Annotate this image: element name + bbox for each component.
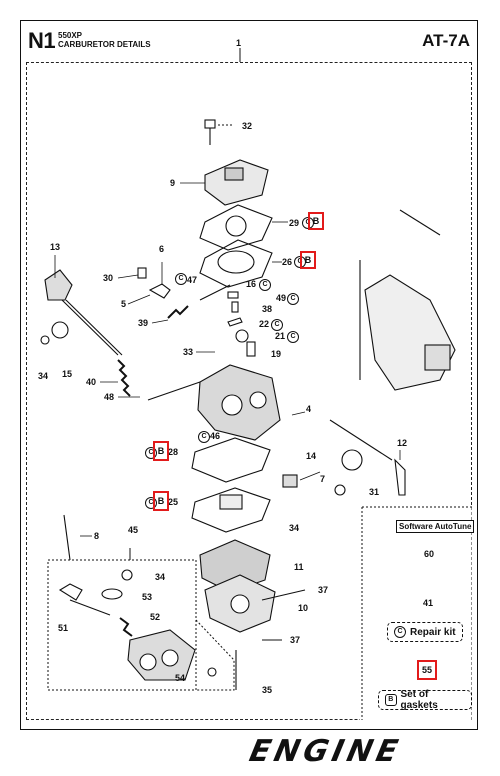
callout-34-mid: 34 — [289, 523, 299, 533]
callout-40: 40 — [86, 377, 96, 387]
callout-7: 7 — [320, 474, 325, 484]
callout-47: 47 — [187, 275, 197, 285]
callout-34-group: 34 — [155, 572, 165, 582]
callout-31: 31 — [369, 487, 379, 497]
model-name: 550XP — [58, 31, 83, 40]
leader-lines — [54, 182, 401, 537]
callout-54: 54 — [175, 673, 185, 683]
sheet-code: AT-7A — [422, 31, 470, 50]
callout-22: 22 — [259, 319, 269, 329]
callouts: 32 9 29 26 13 6 30 47 16 5 49 38 39 22 2… — [38, 121, 407, 695]
badge-c-21: C — [287, 331, 299, 343]
callout-37-bottom: 37 — [290, 635, 300, 645]
callout-15: 15 — [62, 369, 72, 379]
section-title: CARBURETOR DETAILS — [58, 40, 151, 49]
callout-11: 11 — [294, 562, 304, 572]
callout-21: 21 — [275, 331, 285, 341]
callout-12: 12 — [397, 438, 407, 448]
callout-37-top: 37 — [318, 585, 328, 595]
gaskets-legend: B Set of gaskets — [378, 689, 472, 711]
callout-52: 52 — [150, 612, 160, 622]
callout-19: 19 — [271, 349, 281, 359]
callout-29: 29 — [289, 218, 299, 228]
callout-48: 48 — [104, 392, 114, 402]
gaskets-number: 55 — [417, 660, 437, 680]
callout-9: 9 — [170, 178, 175, 188]
callout-26: 26 — [282, 257, 292, 267]
badge-c-47: C — [175, 273, 187, 285]
badge-c-46: C — [198, 431, 210, 443]
group-45-boundary — [47, 559, 197, 691]
callout-28: 28 — [168, 447, 178, 457]
callout-5: 5 — [121, 299, 126, 309]
section-code: N1 — [28, 28, 56, 53]
callout-30: 30 — [103, 273, 113, 283]
callout-14: 14 — [306, 451, 316, 461]
model-title: 550XP CARBURETOR DETAILS — [58, 31, 151, 49]
callout-45: 45 — [128, 525, 138, 535]
callout-10: 10 — [298, 603, 308, 613]
software-autotune-label: Software AutoTune — [396, 520, 475, 533]
callout-4: 4 — [306, 404, 311, 414]
callout-38: 38 — [262, 304, 272, 314]
callout-13: 13 — [50, 242, 60, 252]
callout-39: 39 — [138, 318, 148, 328]
badge-c-49: C — [287, 293, 299, 305]
badge-b-25: B — [153, 491, 169, 511]
badge-b-28: B — [153, 441, 169, 461]
badge-c-22: C — [271, 319, 283, 331]
carburetor-parts — [40, 119, 456, 690]
callout-33: 33 — [183, 347, 193, 357]
callout-34-left: 34 — [38, 371, 48, 381]
gaskets-badge: B — [385, 694, 397, 706]
callout-49: 49 — [276, 293, 286, 303]
engine-logo: ENGINE — [246, 734, 405, 769]
callout-46: 46 — [210, 431, 220, 441]
callout-25: 25 — [168, 497, 178, 507]
callout-16: 16 — [246, 279, 256, 289]
screw-32-shape — [204, 119, 216, 129]
callout-32: 32 — [242, 121, 252, 131]
callout-53: 53 — [142, 592, 152, 602]
software-number: 60 — [424, 549, 435, 559]
callout-1: 1 — [236, 38, 241, 48]
gaskets-label: Set of gaskets — [400, 689, 438, 711]
callout-8: 8 — [94, 531, 99, 541]
badge-b-29: B — [308, 212, 324, 230]
callout-51: 51 — [58, 623, 68, 633]
assembly-boundary — [26, 62, 472, 720]
callout-6: 6 — [159, 244, 164, 254]
callout-35: 35 — [262, 685, 272, 695]
badge-b-26: B — [300, 251, 316, 269]
drawing-frame — [20, 20, 478, 730]
repair-kit-label: Repair kit — [410, 626, 456, 638]
repair-kit-legend: C Repair kit — [387, 622, 463, 642]
repair-kit-number: 41 — [423, 598, 434, 608]
repair-kit-badge: C — [394, 626, 406, 638]
badge-c-16: C — [259, 279, 271, 291]
